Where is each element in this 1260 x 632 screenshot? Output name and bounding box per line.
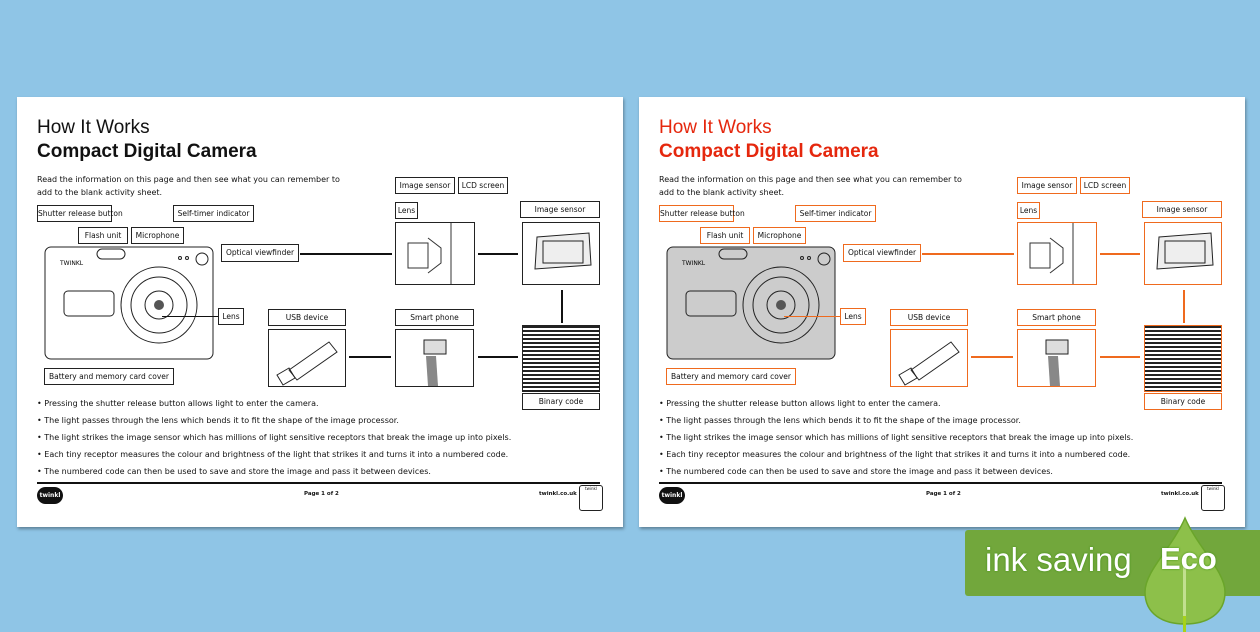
smart-phone-picture xyxy=(395,329,474,387)
label-usb-device: USB device xyxy=(268,309,346,326)
worksheet-title: Compact Digital Camera xyxy=(37,141,257,162)
bullet-list: • Pressing the shutter release button al… xyxy=(659,395,1133,480)
quality-badge: twinkl xyxy=(1201,485,1225,511)
label-image-sensor: Image sensor xyxy=(520,201,600,218)
site-url: twinkl.co.uk xyxy=(539,491,577,497)
bullet-item: • The light passes through the lens whic… xyxy=(37,416,399,425)
twinkl-logo: twinkl xyxy=(37,487,63,504)
label-lcd-screen: LCD screen xyxy=(1080,177,1130,194)
label-smart-phone: Smart phone xyxy=(1017,309,1096,326)
binary-code-picture xyxy=(1144,325,1222,392)
label-optical-viewfinder: Optical viewfinder xyxy=(843,244,921,262)
camera-brand: TWINKL xyxy=(681,260,706,267)
label-image-sensor-small: Image sensor xyxy=(1017,177,1077,194)
label-binary-code: Binary code xyxy=(1144,393,1222,410)
footer-divider xyxy=(37,482,600,484)
worksheet-preview-standard: How It Works Compact Digital Camera Read… xyxy=(17,97,623,527)
arrow-binary-to-phone xyxy=(478,356,518,358)
bullet-item: • The numbered code can then be used to … xyxy=(37,467,431,476)
twinkl-logo: twinkl xyxy=(659,487,685,504)
ink-saving-text: ink saving xyxy=(985,541,1132,578)
label-lcd-screen: LCD screen xyxy=(458,177,508,194)
label-microphone: Microphone xyxy=(753,227,806,244)
worksheet-title: Compact Digital Camera xyxy=(659,141,879,162)
label-battery-cover: Battery and memory card cover xyxy=(666,368,796,385)
label-usb-device: USB device xyxy=(890,309,968,326)
cross-section-diagram xyxy=(1017,222,1097,285)
bullet-item: • Each tiny receptor measures the colour… xyxy=(659,450,1131,459)
label-battery-cover: Battery and memory card cover xyxy=(44,368,174,385)
usb-device-picture xyxy=(268,329,346,387)
label-flash-unit: Flash unit xyxy=(78,227,128,244)
arrow-diagram-to-sensor xyxy=(478,253,518,255)
label-lens-small: Lens xyxy=(1017,202,1040,219)
bullet-item: • The numbered code can then be used to … xyxy=(659,467,1053,476)
label-lens: Lens xyxy=(218,308,244,325)
quality-badge: twinkl xyxy=(579,485,603,511)
worksheet-intro: Read the information on this page and th… xyxy=(659,175,962,197)
usb-device-picture xyxy=(890,329,968,387)
label-shutter-release-button: Shutter release button xyxy=(659,205,745,222)
site-url: twinkl.co.uk xyxy=(1161,491,1199,497)
bullet-item: • The light strikes the image sensor whi… xyxy=(37,433,512,442)
label-shutter-release-button: Shutter release button xyxy=(37,205,123,222)
bullet-item: • The light passes through the lens whic… xyxy=(659,416,1021,425)
page-number: Page 1 of 2 xyxy=(304,491,339,497)
arrow-usb-to-phone xyxy=(971,356,1013,358)
bullet-item: • Each tiny receptor measures the colour… xyxy=(37,450,509,459)
worksheet-intro: Read the information on this page and th… xyxy=(37,175,340,197)
camera-illustration: TWINKL xyxy=(666,246,836,360)
eco-text: Eco xyxy=(1160,541,1217,576)
camera-brand: TWINKL xyxy=(59,260,84,267)
arrow-usb-to-phone xyxy=(349,356,391,358)
label-self-timer-indicator: Self-timer indicator xyxy=(173,205,254,222)
label-image-sensor-small: Image sensor xyxy=(395,177,455,194)
label-optical-viewfinder: Optical viewfinder xyxy=(221,244,299,262)
label-self-timer-indicator: Self-timer indicator xyxy=(795,205,876,222)
label-lens-small: Lens xyxy=(395,202,418,219)
arrow-viewfinder-to-diagram xyxy=(922,253,1014,255)
bullet-item: • Pressing the shutter release button al… xyxy=(659,399,941,408)
arrow-diagram-to-sensor xyxy=(1100,253,1140,255)
bullet-list: • Pressing the shutter release button al… xyxy=(37,395,511,480)
image-sensor-picture xyxy=(522,222,600,285)
camera-illustration: TWINKL xyxy=(44,246,214,360)
label-image-sensor: Image sensor xyxy=(1142,201,1222,218)
arrow-sensor-to-binary xyxy=(561,290,563,323)
smart-phone-picture xyxy=(1017,329,1096,387)
label-flash-unit: Flash unit xyxy=(700,227,750,244)
label-binary-code: Binary code xyxy=(522,393,600,410)
footer-divider xyxy=(659,482,1222,484)
bullet-item: • Pressing the shutter release button al… xyxy=(37,399,319,408)
worksheet-heading: How It Works xyxy=(37,117,150,138)
arrow-binary-to-phone xyxy=(1100,356,1140,358)
label-lens: Lens xyxy=(840,308,866,325)
bullet-item: • The light strikes the image sensor whi… xyxy=(659,433,1134,442)
leaf-drop-icon xyxy=(1144,516,1226,632)
cross-section-diagram xyxy=(395,222,475,285)
binary-code-picture xyxy=(522,325,600,392)
label-microphone: Microphone xyxy=(131,227,184,244)
label-smart-phone: Smart phone xyxy=(395,309,474,326)
page-number: Page 1 of 2 xyxy=(926,491,961,497)
lens-pointer xyxy=(784,316,840,317)
worksheet-heading: How It Works xyxy=(659,117,772,138)
arrow-viewfinder-to-diagram xyxy=(300,253,392,255)
lens-pointer xyxy=(162,316,218,317)
worksheet-preview-eco: How It Works Compact Digital Camera Read… xyxy=(639,97,1245,527)
image-sensor-picture xyxy=(1144,222,1222,285)
arrow-sensor-to-binary xyxy=(1183,290,1185,323)
